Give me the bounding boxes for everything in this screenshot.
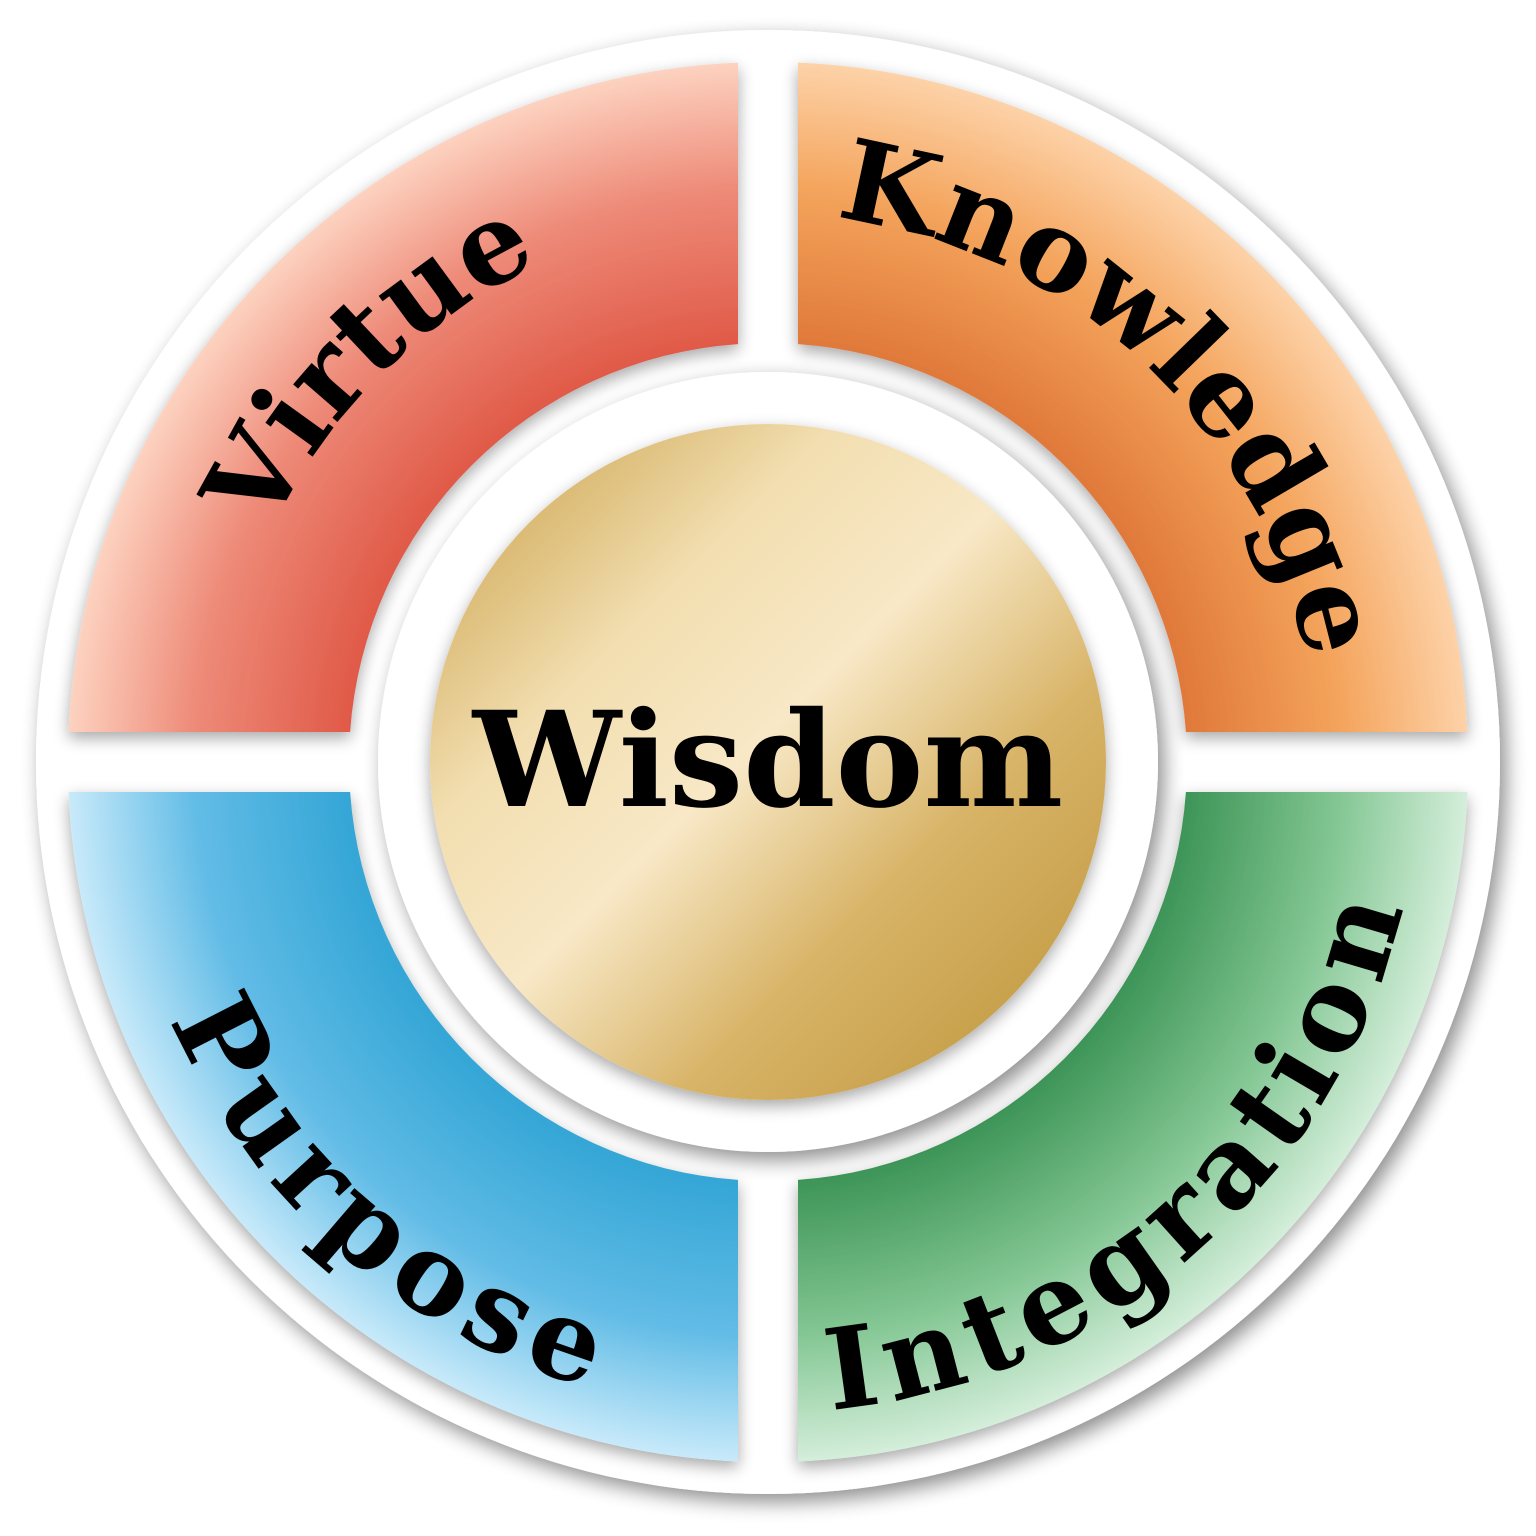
center-circle[interactable] — [430, 424, 1106, 1100]
center-label: Wisdom — [471, 683, 1063, 838]
segment-integration[interactable] — [798, 792, 1468, 1462]
segment-virtue[interactable] — [68, 62, 739, 733]
segment-purpose[interactable] — [68, 792, 739, 1462]
segment-knowledge[interactable] — [798, 62, 1468, 733]
